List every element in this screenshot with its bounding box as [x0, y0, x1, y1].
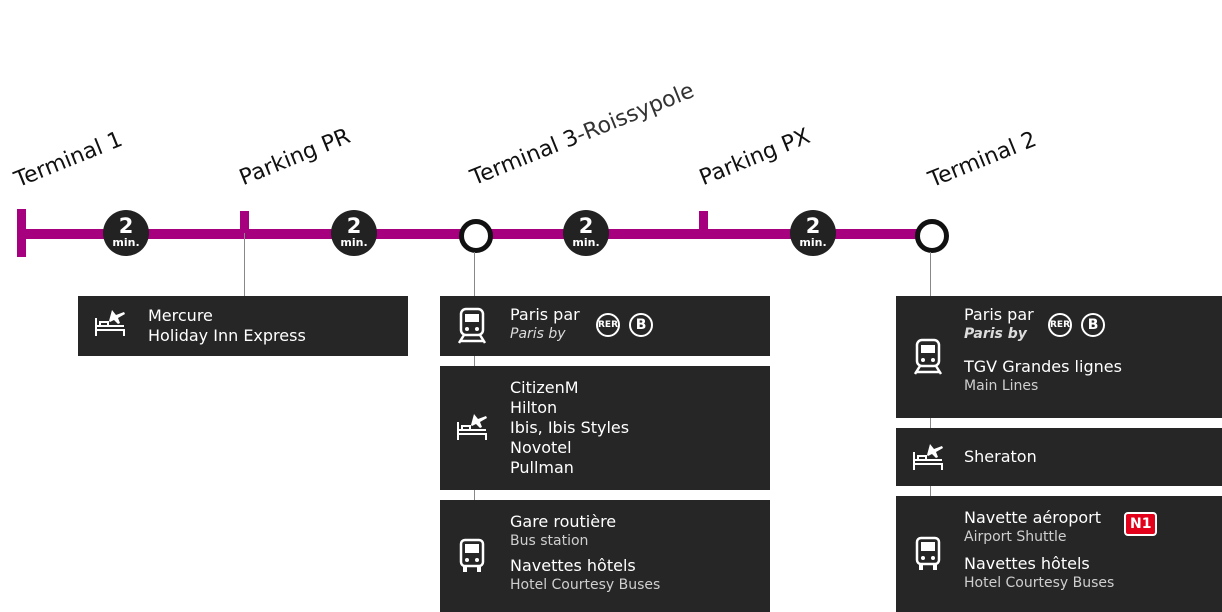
- duration-badge: 2 min.: [790, 210, 836, 256]
- panel-terminal-2-train: Paris par Paris by TGV Grandes lignes Ma…: [896, 296, 1222, 418]
- stop-label-parking-pr: Parking PR: [236, 123, 354, 191]
- train-destination-fr: Paris par: [964, 305, 1034, 324]
- airport-shuttle-label-en: Airport Shuttle: [964, 529, 1067, 545]
- hotel-airport-icon: [913, 444, 943, 470]
- hotel-shuttle-label: Navettes hôtels: [964, 554, 1090, 573]
- tgv-label-en: Main Lines: [964, 378, 1039, 394]
- stop-label-parking-px: Parking PX: [696, 123, 814, 191]
- hotel-name: CitizenM: [510, 378, 579, 397]
- rer-badge: RER: [596, 313, 620, 337]
- hotel-name: Ibis, Ibis Styles: [510, 418, 630, 437]
- train-icon: [914, 338, 942, 375]
- bus-icon: [459, 538, 485, 572]
- stop-name: Parking PR: [236, 123, 354, 191]
- airport-shuttle-label: Navette aéroport: [964, 508, 1102, 527]
- duration-value: 2: [118, 214, 134, 238]
- connector-parking-pr: [244, 233, 245, 296]
- route-end-cap: [17, 209, 26, 257]
- bus-icon: [915, 536, 941, 570]
- duration-badge: 2 min.: [331, 210, 377, 256]
- panel-terminal-2-bus: Navette aéroport Airport Shuttle Navette…: [896, 496, 1222, 612]
- panel-parking-pr-hotels: Mercure Holiday Inn Express: [78, 296, 408, 356]
- hotel-name: Holiday Inn Express: [148, 326, 306, 345]
- hotel-name: Hilton: [510, 398, 558, 417]
- hotel-airport-icon: [457, 414, 487, 440]
- hotel-shuttle-label-en: Hotel Courtesy Buses: [510, 577, 661, 593]
- bus-station-label: Gare routière: [510, 512, 617, 531]
- duration-unit: min.: [340, 236, 368, 249]
- stop-label-terminal-3: Terminal 3-Roissypole: [467, 78, 698, 191]
- train-destination-en: Paris by: [964, 326, 1027, 342]
- duration-unit: min.: [799, 236, 827, 249]
- stop-marker-terminal-2: [915, 219, 949, 253]
- stop-name-suffix: -Roissypole: [572, 78, 698, 149]
- panel-terminal-3-bus: Gare routière Bus station Navettes hôtel…: [440, 500, 770, 612]
- duration-value: 2: [346, 214, 362, 238]
- hotel-name: Sheraton: [964, 447, 1037, 466]
- stop-name: Terminal 1: [11, 127, 127, 193]
- panel-terminal-3-hotels: CitizenM Hilton Ibis, Ibis Styles Novote…: [440, 366, 770, 490]
- line-b-badge: B: [629, 313, 654, 337]
- duration-badge: 2 min.: [563, 210, 609, 256]
- duration-unit: min.: [572, 236, 600, 249]
- duration-value: 2: [805, 214, 821, 238]
- panel-terminal-3-train: Paris par Paris by RER B: [440, 296, 770, 356]
- stop-name: Parking PX: [696, 123, 814, 191]
- hotel-name: Novotel: [510, 438, 572, 457]
- train-destination-en: Paris by: [510, 326, 566, 342]
- duration-badge: 2 min.: [103, 210, 149, 256]
- stop-label-terminal-1: Terminal 1: [11, 127, 127, 193]
- tgv-label: TGV Grandes lignes: [964, 357, 1122, 376]
- stop-name: Terminal 2: [925, 127, 1041, 193]
- hotel-shuttle-label-en: Hotel Courtesy Buses: [964, 575, 1115, 591]
- train-icon: [458, 307, 486, 344]
- stop-label-terminal-2: Terminal 2: [925, 127, 1041, 193]
- hotel-airport-icon: [95, 310, 125, 336]
- stop-name: Terminal 3: [467, 125, 583, 191]
- train-destination-fr: Paris par: [510, 305, 580, 324]
- bus-station-label-en: Bus station: [510, 533, 589, 549]
- duration-value: 2: [578, 214, 594, 238]
- n1-badge: N1: [1124, 512, 1158, 536]
- line-b-badge: B: [1081, 313, 1106, 337]
- duration-unit: min.: [112, 236, 140, 249]
- rer-badge: RER: [1048, 313, 1072, 337]
- stop-tick-parking-pr: [240, 211, 249, 233]
- stop-tick-parking-px: [699, 211, 708, 233]
- hotel-shuttle-label: Navettes hôtels: [510, 556, 636, 575]
- stop-marker-terminal-3: [459, 219, 493, 253]
- hotel-name: Pullman: [510, 458, 574, 477]
- hotel-name: Mercure: [148, 306, 213, 325]
- panel-terminal-2-hotel: Sheraton: [896, 428, 1222, 486]
